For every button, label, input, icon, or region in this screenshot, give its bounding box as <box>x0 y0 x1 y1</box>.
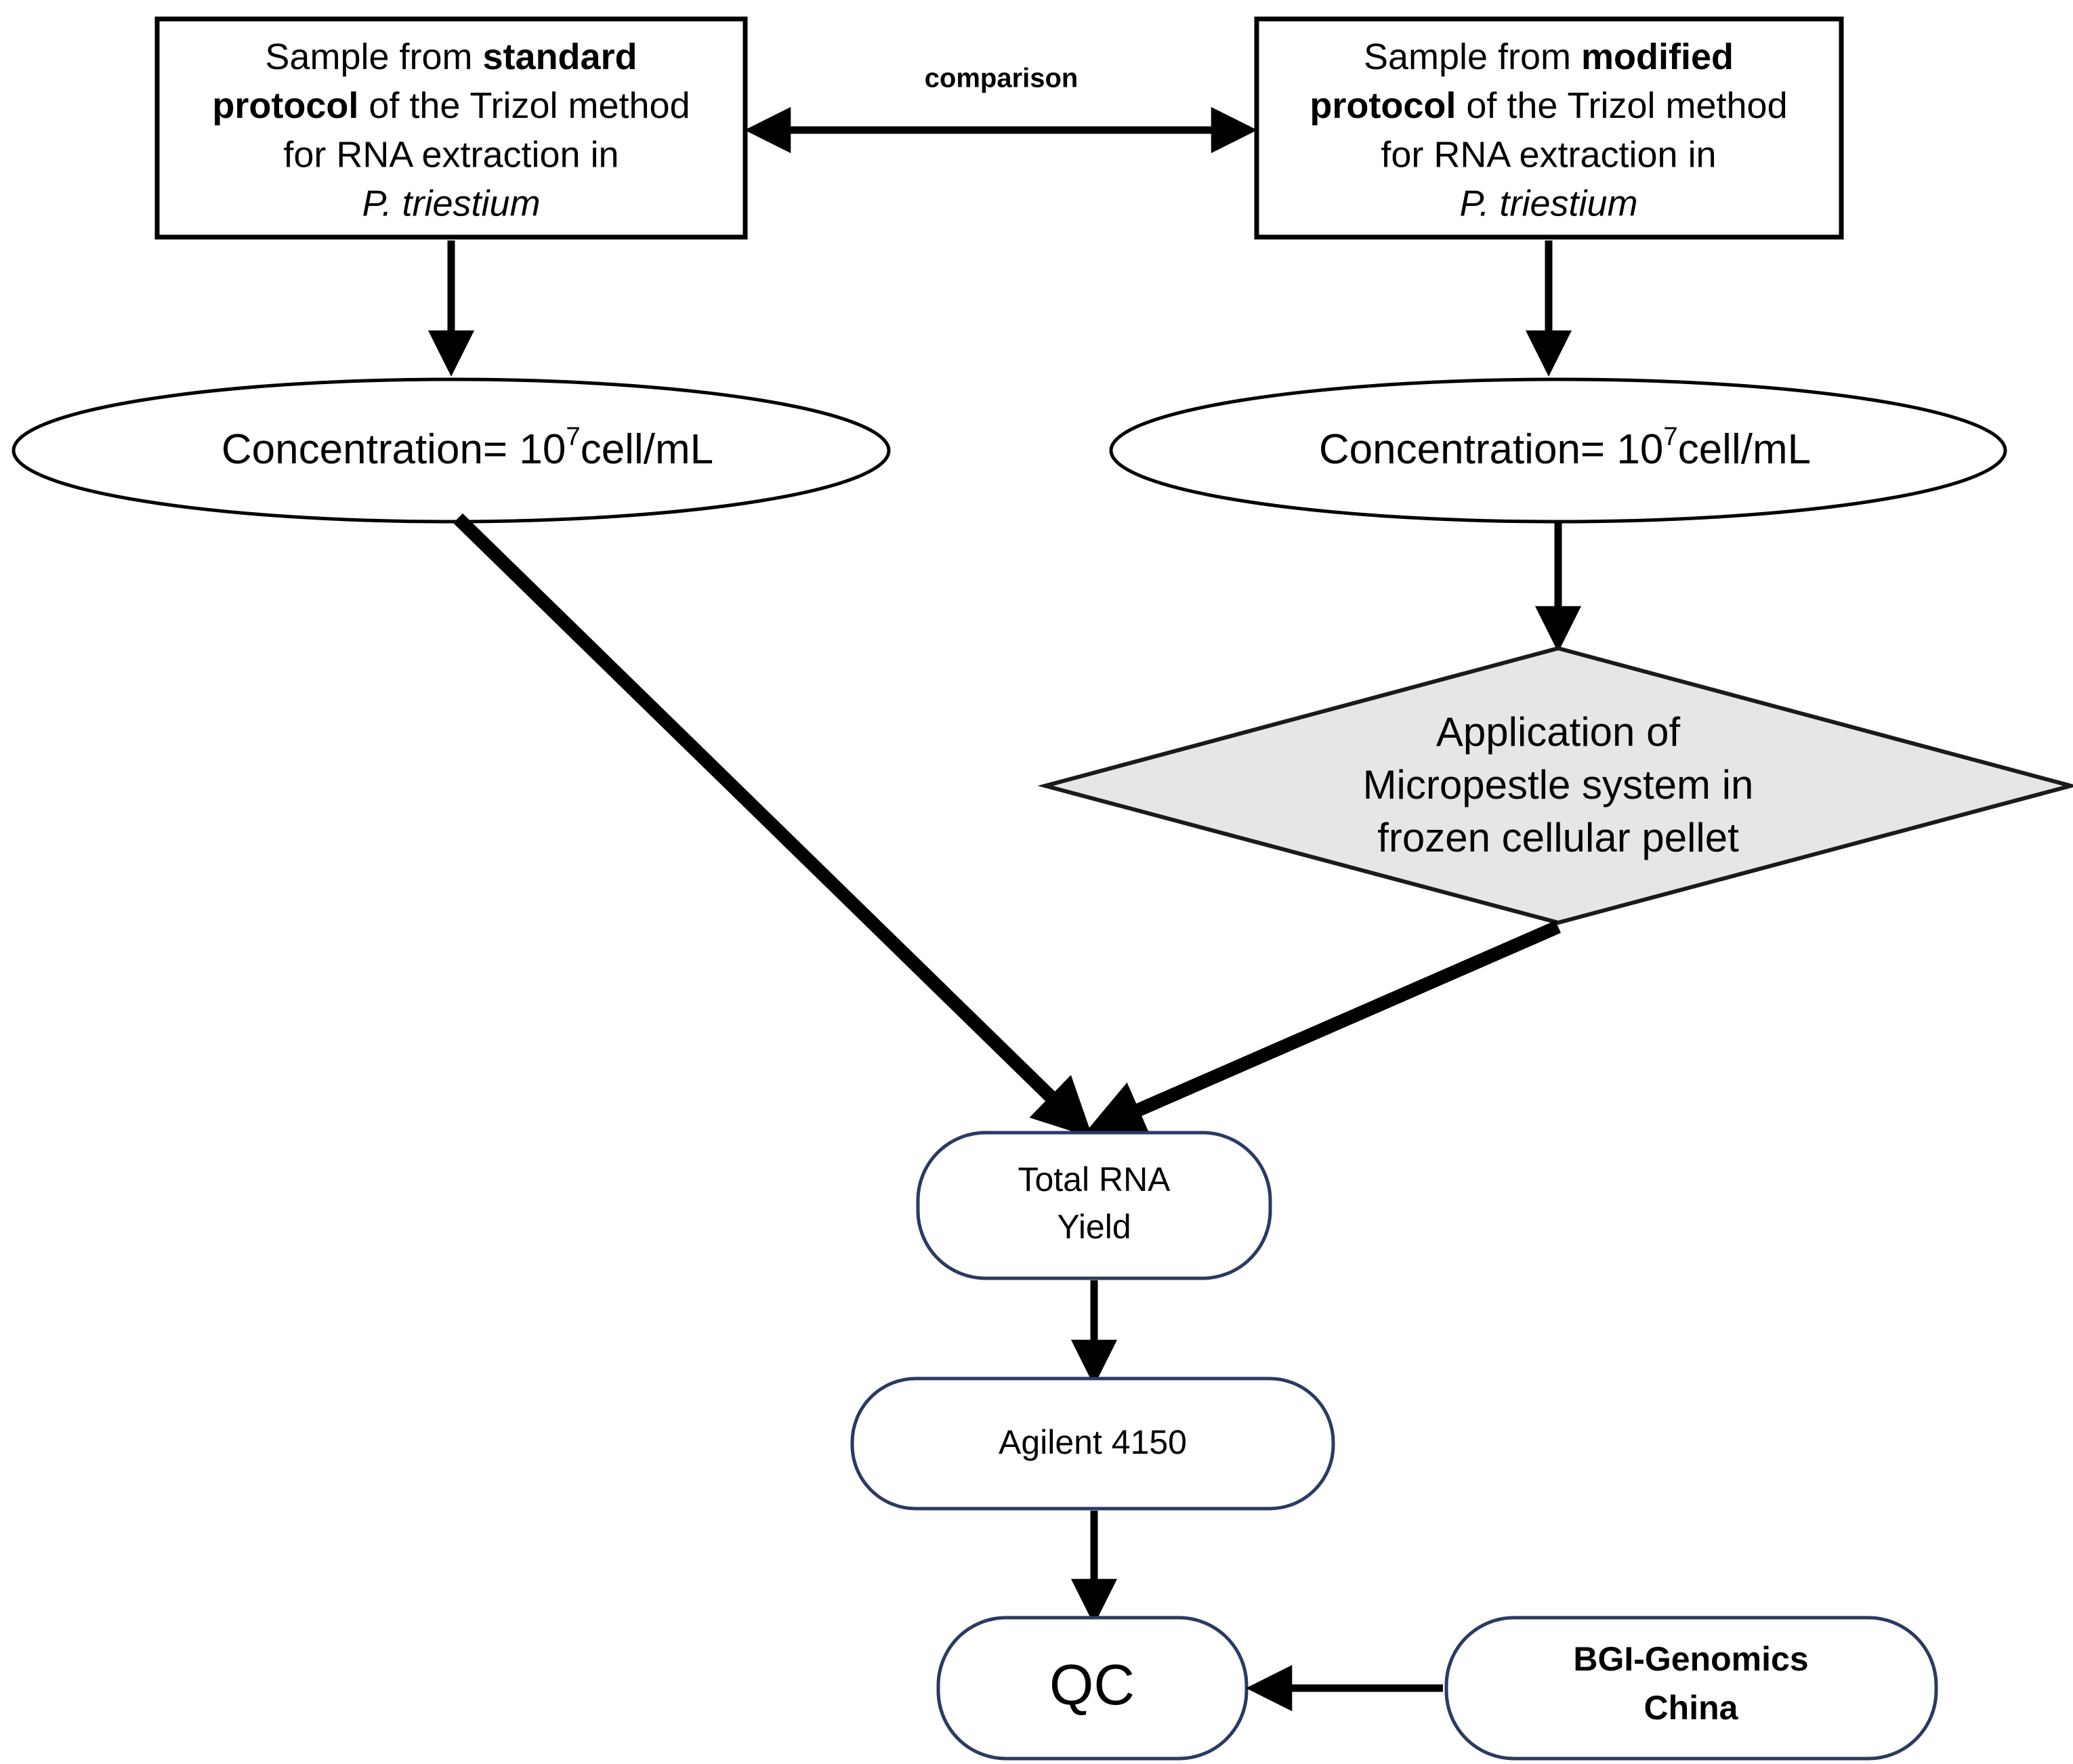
standard-protocol-line3: for RNA extraction in <box>283 134 619 175</box>
total-rna-yield-box[interactable] <box>916 1131 1272 1280</box>
standard-protocol-line1: Sample from standard <box>265 37 637 77</box>
total-rna-yield-line2: Yield <box>1057 1208 1131 1246</box>
node-standard-protocol[interactable]: Sample from standard protocol of the Tri… <box>154 16 748 240</box>
node-micropestle[interactable]: Application of Micropestle system in fro… <box>1037 646 2073 925</box>
bgi-genomics-line2: China <box>1644 1689 1739 1727</box>
node-bgi-genomics[interactable]: BGI-Genomics China <box>1444 1616 1938 1761</box>
modified-protocol-line2: protocol of the Trizol method <box>1310 85 1787 126</box>
micropestle-line2: Micropestle system in <box>1363 762 1754 807</box>
concentration-right-ellipse[interactable] <box>1109 377 2007 524</box>
standard-protocol-line2: protocol of the Trizol method <box>212 85 690 126</box>
node-modified-protocol[interactable]: Sample from modified protocol of the Tri… <box>1254 16 1844 240</box>
node-concentration-left[interactable]: Concentration= 107cell/mL <box>12 377 891 524</box>
arrow-concentration-left-to-yield <box>453 513 1093 1138</box>
comparison-label: comparison <box>925 64 1079 93</box>
node-agilent[interactable]: Agilent 4150 <box>850 1377 1335 1511</box>
node-total-rna-yield[interactable]: Total RNA Yield <box>916 1131 1272 1280</box>
connector-comparison: comparison <box>745 64 1257 154</box>
node-qc[interactable]: QC <box>936 1616 1249 1761</box>
micropestle-line1: Application of <box>1436 709 1681 755</box>
total-rna-yield-line1: Total RNA <box>1018 1160 1171 1198</box>
agilent-box[interactable] <box>850 1377 1335 1511</box>
bgi-genomics-line1: BGI-Genomics <box>1573 1640 1808 1678</box>
modified-protocol-line3: for RNA extraction in <box>1381 134 1716 175</box>
node-concentration-right[interactable]: Concentration= 107cell/mL <box>1109 377 2007 524</box>
concentration-right-label: Concentration= 107cell/mL <box>1319 422 1811 474</box>
arrow-diamond-to-yield <box>1084 920 1562 1137</box>
modified-protocol-line1: Sample from modified <box>1364 37 1734 77</box>
micropestle-diamond[interactable] <box>1037 646 2073 925</box>
agilent-label: Agilent 4150 <box>999 1423 1187 1461</box>
standard-protocol-box[interactable] <box>154 16 748 240</box>
concentration-left-ellipse[interactable] <box>12 377 891 524</box>
standard-protocol-line4: P. triestium <box>362 183 540 224</box>
concentration-left-label: Concentration= 107cell/mL <box>222 422 713 474</box>
qc-label: QC <box>1049 1653 1135 1717</box>
micropestle-line3: frozen cellular pellet <box>1377 815 1739 860</box>
modified-protocol-line4: P. triestium <box>1459 183 1637 224</box>
modified-protocol-box[interactable] <box>1254 16 1844 240</box>
bgi-genomics-box[interactable] <box>1444 1616 1938 1761</box>
